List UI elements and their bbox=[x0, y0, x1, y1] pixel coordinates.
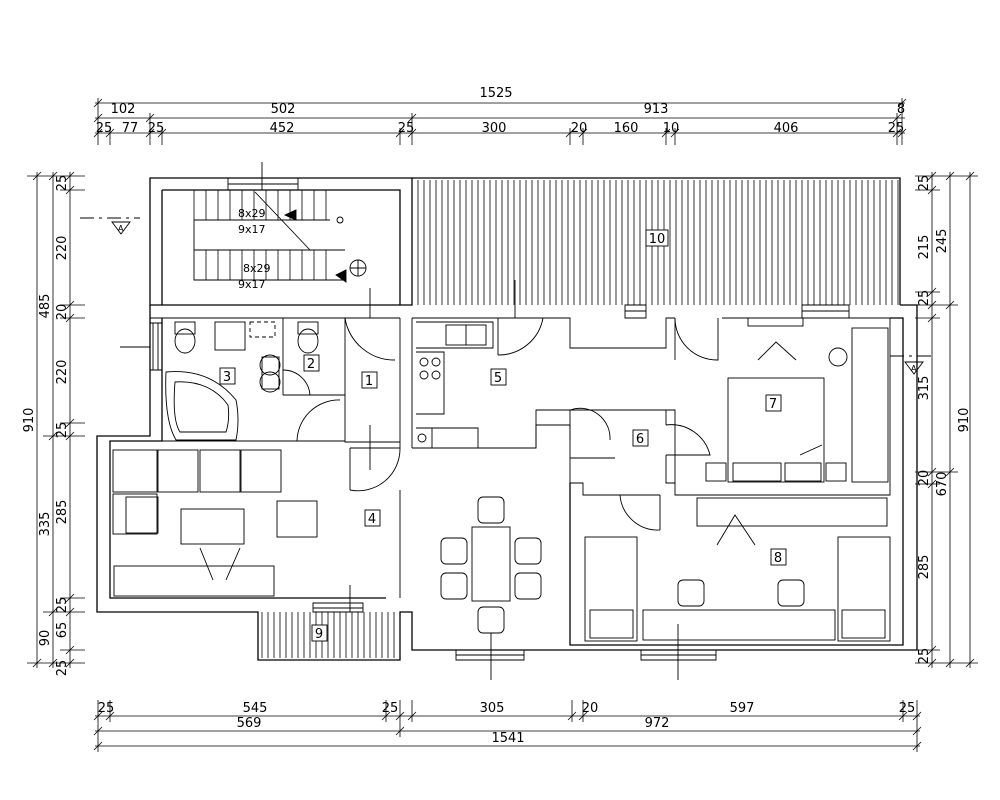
dim-top-913: 913 bbox=[644, 102, 669, 117]
misc-lines bbox=[120, 162, 615, 470]
dim-top-25a: 25 bbox=[96, 121, 113, 136]
room-label-4: 4 bbox=[368, 512, 376, 527]
stair-label-flight1-a: 8x29 bbox=[238, 207, 266, 220]
dim-right-215: 215 bbox=[917, 235, 932, 260]
stair-label-flight2-b: 9x17 bbox=[238, 278, 266, 291]
dim-left-overall: 910 bbox=[22, 408, 37, 433]
dim-bottom-25a: 25 bbox=[98, 701, 115, 716]
section-letter-right: A bbox=[911, 364, 917, 373]
dim-bottom-972: 972 bbox=[645, 716, 670, 731]
dim-top-25d: 25 bbox=[888, 121, 905, 136]
dim-left-220b: 220 bbox=[55, 360, 70, 385]
dim-top-77: 77 bbox=[122, 121, 139, 136]
dim-left-485: 485 bbox=[38, 294, 53, 319]
dim-top-25b: 25 bbox=[148, 121, 165, 136]
dim-right-285: 285 bbox=[917, 555, 932, 580]
kitchen-fixtures bbox=[416, 321, 494, 448]
dim-bottom-25c: 25 bbox=[899, 701, 916, 716]
section-triangle-icon bbox=[111, 221, 131, 235]
dim-bottom-overall: 1541 bbox=[491, 731, 524, 746]
dim-top-20: 20 bbox=[571, 121, 588, 136]
room-label-7: 7 bbox=[769, 397, 777, 412]
stair-label-flight1-b: 9x17 bbox=[238, 223, 266, 236]
interior-walls bbox=[150, 317, 891, 598]
room-label-1: 1 bbox=[365, 374, 373, 389]
dim-left-285: 285 bbox=[55, 500, 70, 525]
dim-left-25b: 25 bbox=[55, 422, 70, 439]
dim-bottom-569: 569 bbox=[237, 716, 262, 731]
room-label-6: 6 bbox=[636, 432, 644, 447]
dim-right-245: 245 bbox=[935, 229, 950, 254]
dim-right-overall: 910 bbox=[957, 408, 972, 433]
room-label-5: 5 bbox=[494, 371, 502, 386]
section-triangle-icon bbox=[904, 361, 924, 375]
dim-bottom-20: 20 bbox=[582, 701, 599, 716]
living-room-furniture bbox=[112, 449, 351, 612]
dim-left-20: 20 bbox=[55, 304, 70, 321]
dining-furniture bbox=[440, 496, 542, 680]
stair-details bbox=[193, 191, 367, 283]
stair-arrow-down-icon bbox=[335, 269, 347, 283]
dim-top-102: 102 bbox=[111, 102, 136, 117]
dim-top-25c: 25 bbox=[398, 121, 415, 136]
dim-right-25b: 25 bbox=[917, 290, 932, 307]
dim-left-25d: 25 bbox=[55, 660, 70, 677]
bedroom-8-furniture bbox=[584, 497, 891, 680]
dim-top-10: 10 bbox=[663, 121, 680, 136]
terrace-hatch bbox=[417, 180, 899, 305]
dim-top-160: 160 bbox=[614, 121, 639, 136]
dim-left-220a: 220 bbox=[55, 236, 70, 261]
bathroom-fixtures bbox=[165, 321, 319, 441]
dim-right-670: 670 bbox=[935, 472, 950, 497]
dim-bottom-597: 597 bbox=[730, 701, 755, 716]
room-label-10: 10 bbox=[649, 232, 666, 247]
dim-left-335: 335 bbox=[38, 512, 53, 537]
door-swings bbox=[282, 317, 719, 531]
dim-top-300: 300 bbox=[482, 121, 507, 136]
stair-arrow-up-icon bbox=[283, 209, 297, 221]
stair-labels: 8x29 9x17 8x29 9x17 bbox=[238, 207, 271, 291]
exterior-walls bbox=[96, 177, 918, 661]
section-letters: A A bbox=[118, 224, 917, 373]
dim-right-315: 315 bbox=[917, 376, 932, 401]
dim-right-25c: 25 bbox=[917, 648, 932, 665]
balcony-hatch bbox=[261, 612, 395, 658]
room-label-2: 2 bbox=[307, 357, 315, 372]
dim-right-25a: 25 bbox=[917, 175, 932, 192]
dim-top-406: 406 bbox=[774, 121, 799, 136]
room-label-8: 8 bbox=[774, 551, 782, 566]
section-letter-left: A bbox=[118, 224, 124, 233]
dim-left-25c: 25 bbox=[55, 597, 70, 614]
dim-top-8: 8 bbox=[897, 102, 905, 117]
section-markers bbox=[80, 217, 935, 375]
stair-label-flight2-a: 8x29 bbox=[243, 262, 271, 275]
stair-treads bbox=[193, 190, 327, 280]
dim-left-65: 65 bbox=[55, 622, 70, 639]
dim-left-90: 90 bbox=[38, 630, 53, 647]
dimension-ticks bbox=[32, 98, 975, 751]
dim-top-overall: 1525 bbox=[479, 86, 512, 101]
dim-right-20: 20 bbox=[917, 470, 932, 487]
room-labels: 1 2 3 4 5 6 7 8 9 10 bbox=[219, 229, 787, 642]
windows bbox=[150, 177, 850, 661]
dim-top-502: 502 bbox=[271, 102, 296, 117]
room-label-9: 9 bbox=[315, 627, 323, 642]
dim-bottom-25b: 25 bbox=[382, 701, 399, 716]
dim-left-25a: 25 bbox=[55, 175, 70, 192]
dimension-text: 1525 102 502 913 8 25 77 25 452 25 300 2… bbox=[22, 86, 972, 746]
dim-top-452: 452 bbox=[270, 121, 295, 136]
dim-bottom-545: 545 bbox=[243, 701, 268, 716]
room-label-3: 3 bbox=[223, 370, 231, 385]
bedroom-7-furniture bbox=[705, 317, 889, 483]
dim-bottom-305: 305 bbox=[480, 701, 505, 716]
